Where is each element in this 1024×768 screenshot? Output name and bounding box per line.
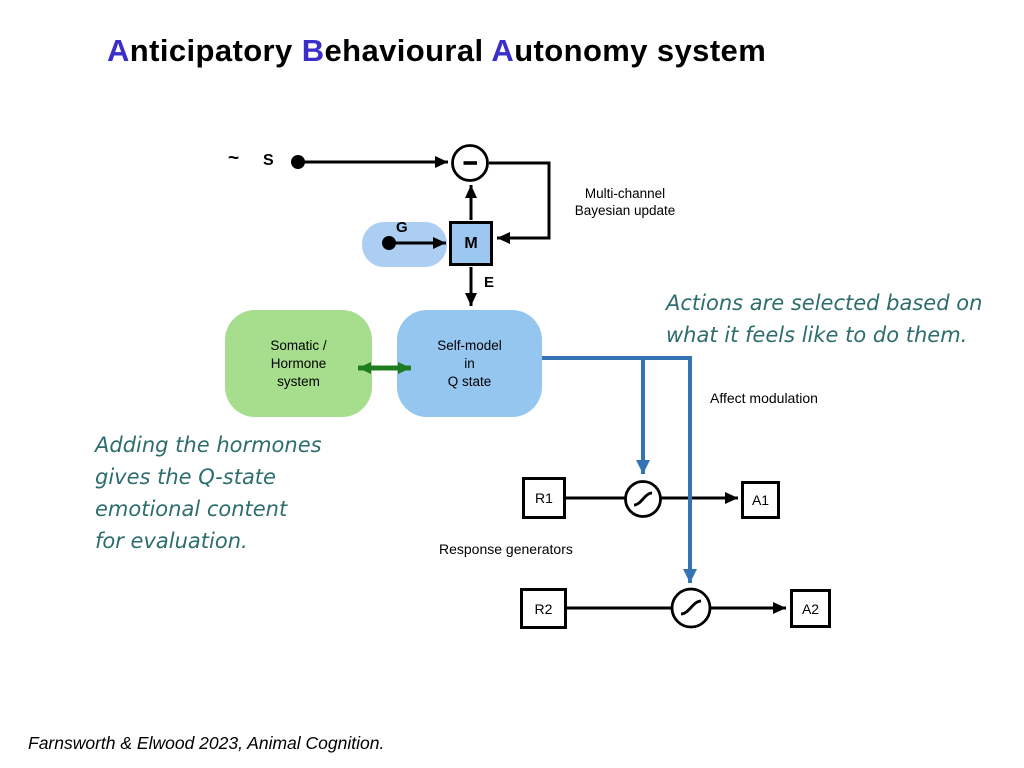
response-box-r2: R2 xyxy=(520,588,567,629)
title-accent-letter: B xyxy=(301,33,325,68)
hormones-note-line: Adding the hormones xyxy=(95,433,322,457)
sigmoid-icon xyxy=(680,599,702,616)
bayesian-update-label: Multi-channel Bayesian update xyxy=(560,186,690,219)
title-text: ehavioural xyxy=(324,33,492,68)
response-box-r1: R1 xyxy=(522,477,566,519)
model-box: M xyxy=(449,221,493,266)
response-generators-label: Response generators xyxy=(439,541,573,557)
somatic-box-line: Hormone xyxy=(270,355,327,371)
self-model-box: Self-model in Q state xyxy=(397,310,542,417)
self-model-box-line: Q state xyxy=(447,373,492,389)
affect-modulation-label: Affect modulation xyxy=(710,390,818,406)
bayesian-update-line: Bayesian update xyxy=(574,202,676,218)
page-title: Anticipatory Behavioural Autonomy system xyxy=(107,33,766,69)
tilde-label: ~ xyxy=(228,148,240,169)
a1-label: A1 xyxy=(751,492,770,508)
stimulus-label: S xyxy=(263,152,274,169)
somatic-box-line: Somatic / xyxy=(270,337,327,353)
somatic-box-line: system xyxy=(277,373,320,389)
title-accent-letter: A xyxy=(491,33,515,68)
title-text: utonomy system xyxy=(514,33,767,68)
model-box-label: M xyxy=(464,234,478,252)
self-model-box-line: Self-model xyxy=(437,337,502,353)
a2-label: A2 xyxy=(801,600,820,617)
bayesian-update-line: Multi-channel xyxy=(584,186,666,201)
goal-dot xyxy=(382,236,396,250)
hormones-note-line: for evaluation. xyxy=(95,529,248,553)
stimulus-dot xyxy=(291,155,305,169)
citation: Farnsworth & Elwood 2023, Animal Cogniti… xyxy=(28,733,385,753)
somatic-hormone-box: Somatic / Hormone system xyxy=(225,310,372,417)
action-box-a2: A2 xyxy=(790,589,831,628)
goal-label: G xyxy=(396,219,408,236)
error-label: E xyxy=(484,274,495,291)
title-text: nticipatory xyxy=(129,33,302,68)
action-box-a1: A1 xyxy=(741,481,780,519)
bayesian-feedback-arrow xyxy=(489,161,551,244)
hormones-note: Adding the hormones gives the Q-state em… xyxy=(95,429,322,557)
hormones-note-line: gives the Q-state xyxy=(95,465,276,489)
actions-note-line: Actions are selected based on xyxy=(666,291,983,315)
actions-note-line: what it feels like to do them. xyxy=(666,323,968,347)
title-accent-letter: A xyxy=(107,33,130,68)
hormones-note-line: emotional content xyxy=(95,497,288,521)
r1-label: R1 xyxy=(535,490,553,506)
self-model-box-line: in xyxy=(464,355,475,371)
actions-note: Actions are selected based on what it fe… xyxy=(666,287,982,351)
affect-modulation-arrow-2 xyxy=(542,356,697,583)
sigmoid-icon xyxy=(633,491,653,507)
r2-label: R2 xyxy=(534,600,553,617)
